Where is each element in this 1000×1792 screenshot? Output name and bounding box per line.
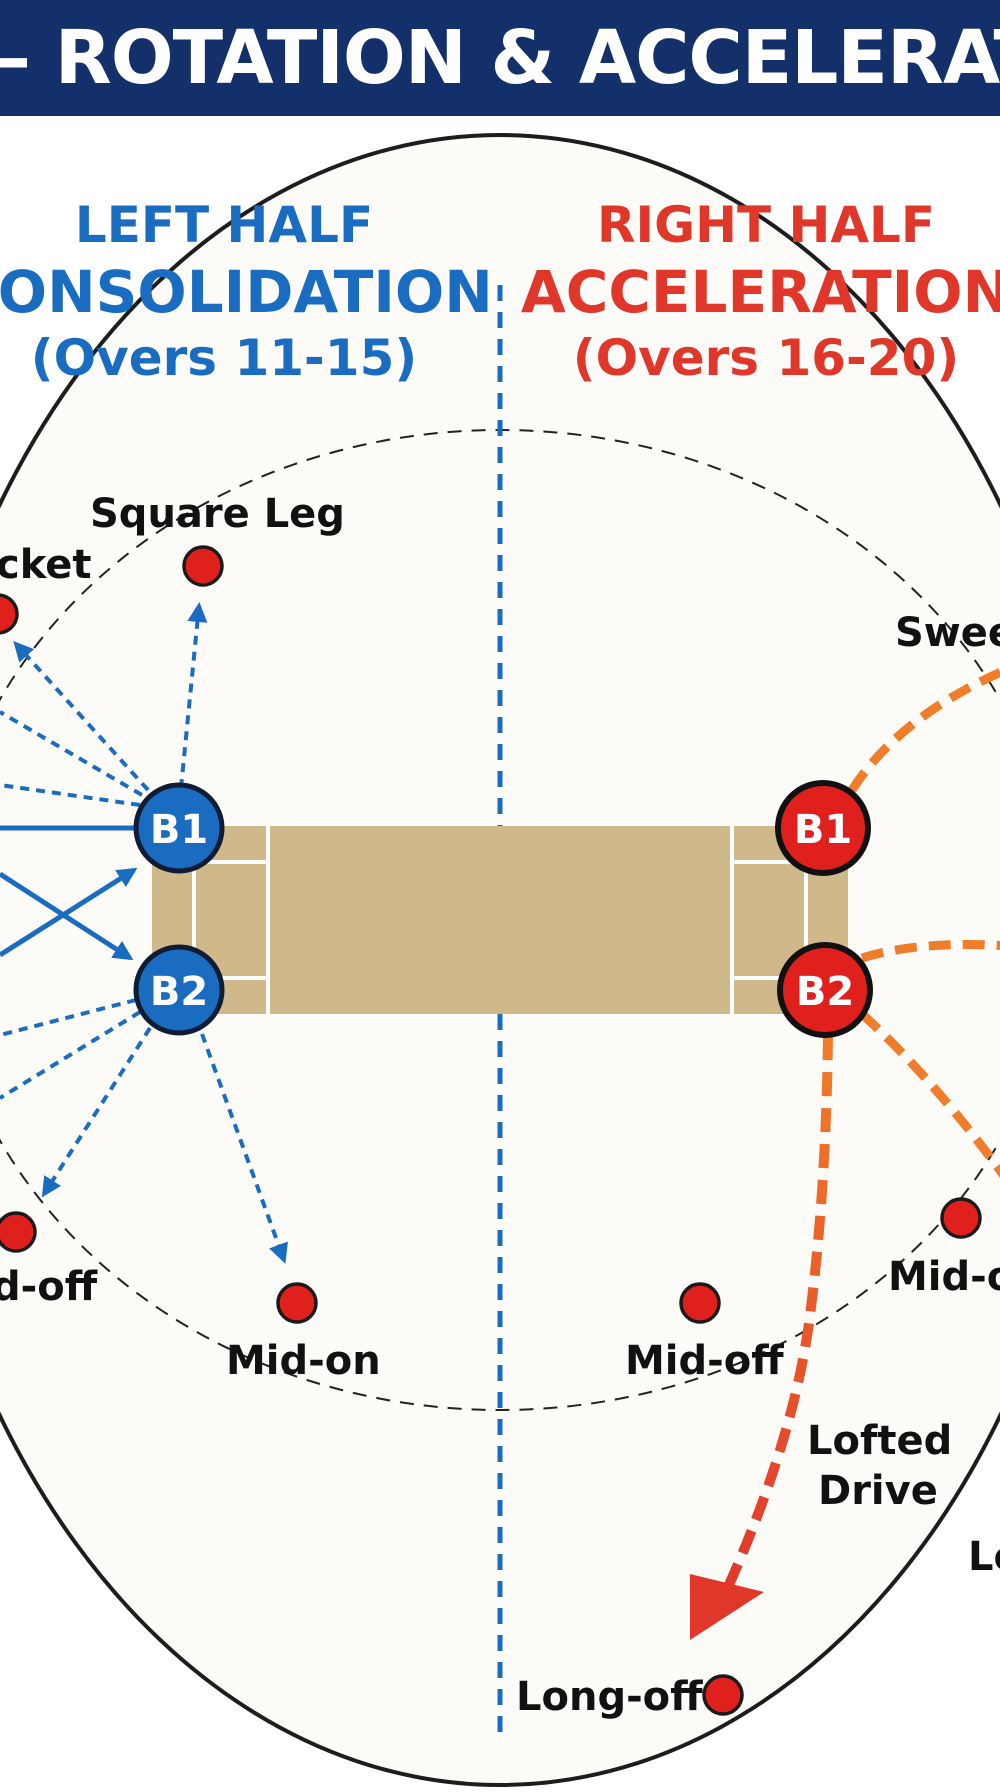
left-half-overs: (Overs 11-15) [31,329,417,387]
right-half-title: RIGHT HALF [597,196,935,254]
right-half-overs: (Overs 16-20) [573,329,959,387]
fielder-labels: Square Leg cket d-off Mid-on Mid-off Mid… [0,491,1000,1720]
left-half-subtitle: CONSOLIDATION [0,258,493,326]
label-drive: Drive [818,1468,938,1514]
batsman-left-b1: B1 [133,782,225,874]
fielder-mid-on [276,1282,318,1324]
right-half-subtitle: ACCELERATION [521,258,1000,326]
label-mid-off-left-partial: d-off [0,1264,98,1310]
acceleration-arrows [690,667,1000,1640]
title-banner: – ROTATION & ACCELERATION F [0,0,1000,116]
arrow-dash-a [0,710,144,797]
arrow-dash-d [0,1010,142,1100]
label-long-off: Long-off [516,1674,703,1720]
fielder-cover [0,593,19,635]
label-cover-partial: cket [0,542,92,588]
batsman-right-b2: B2 [777,942,873,1038]
batsman-left-b2: B2 [133,944,225,1036]
fielder-long-off [702,1674,744,1716]
banner-title: – ROTATION & ACCELERATION F [0,15,1000,101]
arrow-dash-c [0,998,137,1037]
arrow-cross-up [0,867,138,958]
batsman-left-b2-label: B2 [150,969,208,1015]
arc-lofted-drive [719,1035,833,1599]
arc-b2-upper [860,940,1000,963]
batsman-left-b1-label: B1 [150,807,208,853]
arrow-cover [13,641,150,792]
fielder-markers [0,545,982,1716]
shot-labels: Swee Lofted Drive Lo [807,610,1000,1580]
label-lofted: Lofted [807,1418,952,1464]
label-mid-off: Mid-off [625,1338,784,1384]
fielder-mid-off-left [0,1211,37,1253]
fielder-mid-off [679,1282,721,1324]
left-half-heading: LEFT HALF CONSOLIDATION (Overs 11-15) [0,196,493,387]
arc-b2-lower [858,1010,1000,1178]
batsman-right-b2-label: B2 [796,969,854,1015]
lofted-drive-arrowhead [690,1574,764,1640]
right-half-heading: RIGHT HALF ACCELERATION (Overs 16-20) [521,196,1000,387]
left-half-title: LEFT HALF [75,196,373,254]
label-long-partial: Lo [968,1534,1000,1580]
batsman-right-b1: B1 [775,780,871,876]
label-mid-off-right-partial: Mid-o [888,1254,1000,1300]
rotation-arrows [0,602,288,1264]
arrow-mid-on [200,1033,288,1264]
arrow-square-leg [179,602,208,789]
arrow-dash-b [0,783,141,807]
fielder-mid-off-right [940,1197,982,1239]
batsman-right-b1-label: B1 [794,807,852,853]
label-mid-on: Mid-on [226,1338,381,1384]
label-sweep-partial: Swee [895,610,1000,656]
arrow-mid-off-left [41,1026,152,1198]
fielder-square-leg [182,545,224,587]
label-square-leg: Square Leg [90,491,345,537]
arrow-cross-down [0,871,134,961]
pitch [152,826,848,1014]
arc-sweep [848,667,1000,793]
